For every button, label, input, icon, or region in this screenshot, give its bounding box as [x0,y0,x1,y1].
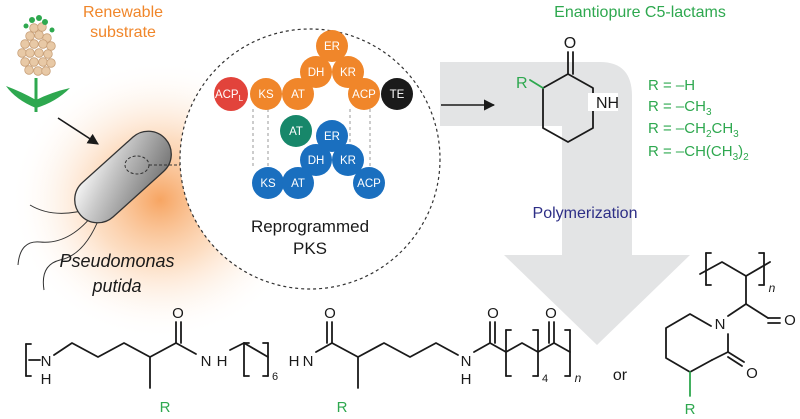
svg-text:R: R [337,399,348,416]
product-title: Enantiopure C5-lactams [554,4,726,21]
svg-text:R: R [160,399,171,416]
polymerization-label: Polymerization [533,205,638,222]
lactam-structure: O NH R [516,35,619,143]
substrate-title-line2: substrate [90,24,156,41]
ks-domain [250,78,282,110]
svg-text:n: n [575,371,582,385]
svg-text:R: R [685,401,696,418]
svg-text:ER: ER [324,131,340,143]
acp-loading-domain [214,77,248,111]
organism-name-line1: Pseudomonas [59,251,174,271]
te-domain [381,78,413,110]
dh-domain-2 [300,144,332,176]
sorghum-plant-icon [6,15,70,112]
svg-text:N: N [461,353,472,370]
svg-text:6: 6 [272,371,278,383]
svg-text:O: O [564,35,576,52]
svg-text:KS: KS [260,178,276,190]
svg-text:KS: KS [258,89,274,101]
svg-text:NH: NH [596,95,619,112]
svg-text:H: H [217,353,228,370]
bacterium-icon [17,130,172,291]
svg-text:O: O [545,305,557,322]
svg-text:DH: DH [308,155,325,167]
substrate-title-line1: Renewable [83,4,163,21]
er-domain [316,30,348,62]
svg-text:N: N [303,353,314,370]
svg-text:O: O [746,365,758,382]
polyamide-structure: N H O R N H 6 H N O R N H O [25,305,582,416]
substituent-list: R = –H R = –CH3 R = –CH2CH3 R = –CH(CH3)… [648,77,749,163]
svg-text:O: O [172,305,184,322]
substituent-isopropyl: R = –CH(CH3)2 [648,143,749,163]
svg-text:KR: KR [340,67,356,79]
svg-text:ACPL: ACPL [215,89,244,103]
ks-domain-2 [252,167,284,199]
svg-text:N: N [715,316,726,333]
svg-text:KR: KR [340,155,356,167]
svg-text:AT: AT [289,126,303,138]
svg-text:n: n [769,281,776,295]
at-domain-2 [282,167,314,199]
kr-domain-2 [332,144,364,176]
kr-domain [332,56,364,88]
svg-text:ER: ER [324,41,340,53]
svg-text:AT: AT [291,89,305,101]
substituent-ethyl: R = –CH2CH3 [648,120,739,140]
er-domain-2 [316,120,348,152]
pks-top-module: ACPL KS AT DH ER KR ACP TE [214,30,413,111]
svg-text:AT: AT [291,178,305,190]
process-arrow [440,62,690,345]
substituent-h: R = –H [648,77,695,94]
substrate-arrow [57,117,99,145]
organism-name-line2: putida [91,276,141,296]
svg-text:O: O [487,305,499,322]
svg-text:TE: TE [390,89,405,101]
svg-text:N: N [41,353,52,370]
svg-text:R: R [516,75,528,92]
dh-domain [300,56,332,88]
svg-text:O: O [324,305,336,322]
vinyl-polymer-structure: n O N O R [665,252,796,418]
acp-domain-2 [353,167,385,199]
svg-text:ACP: ACP [357,178,381,190]
svg-text:DH: DH [308,67,325,79]
acp-domain [348,78,380,110]
inserted-at: AT [280,115,312,147]
svg-text:4: 4 [542,373,548,385]
or-label: or [613,367,628,384]
svg-text:N: N [201,353,212,370]
svg-text:H: H [461,371,472,388]
pks-label-line2: PKS [293,239,327,258]
substituent-methyl: R = –CH3 [648,98,712,118]
pks-bottom-module: KS AT DH ER KR ACP [252,120,385,199]
svg-text:O: O [784,312,796,329]
pks-label-line1: Reprogrammed [251,217,369,236]
svg-text:H: H [289,353,300,370]
svg-text:ACP: ACP [352,89,376,101]
svg-text:H: H [41,371,52,388]
at-domain [282,78,314,110]
